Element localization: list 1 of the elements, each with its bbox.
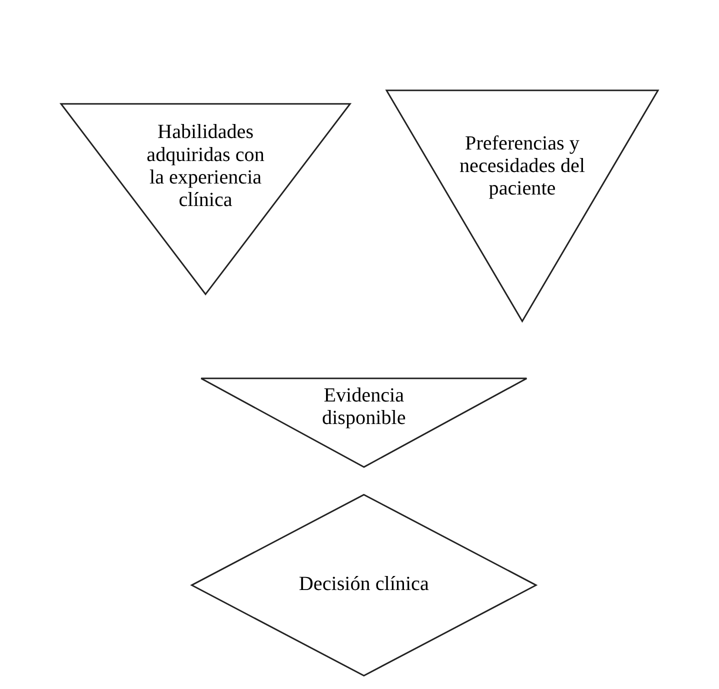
node-diamond: Decisión clínica [190,494,538,676]
